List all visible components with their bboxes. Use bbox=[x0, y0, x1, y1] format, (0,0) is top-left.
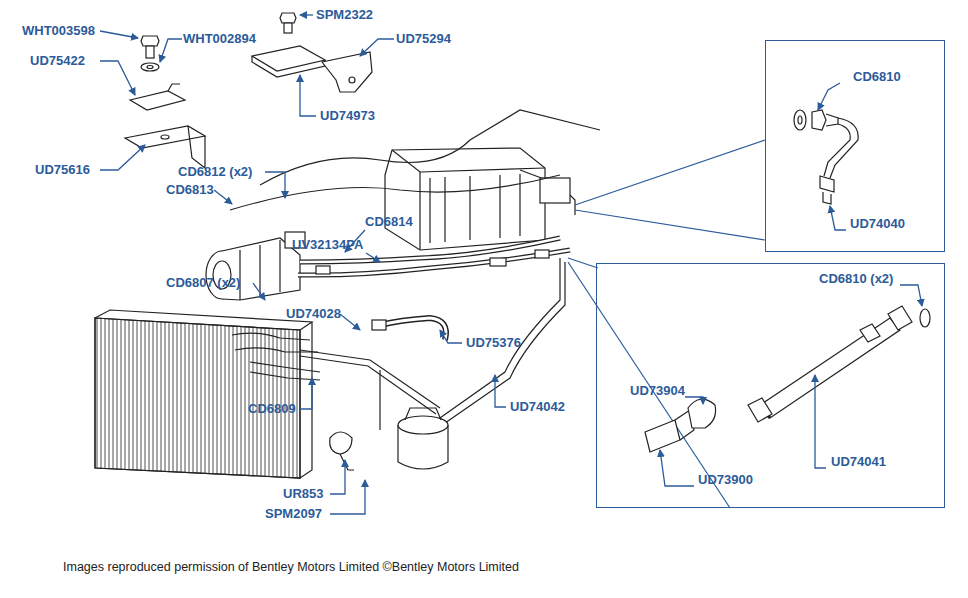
part-number: UR853 bbox=[283, 486, 323, 501]
part-number: CD6812 (x2) bbox=[178, 164, 252, 179]
part-number: UD74973 bbox=[320, 108, 375, 123]
part-number: CD6810 bbox=[853, 69, 901, 84]
part-number: CD6810 (x2) bbox=[819, 271, 893, 286]
part-number: UD74028 bbox=[286, 306, 341, 321]
part-number: UD74040 bbox=[850, 216, 905, 231]
part-number: UV32134PA bbox=[292, 237, 363, 252]
part-number: UD75616 bbox=[35, 162, 90, 177]
part-number: UD73900 bbox=[698, 472, 753, 487]
part-number: UD74041 bbox=[831, 454, 886, 469]
part-number: WHT003598 bbox=[22, 23, 95, 38]
part-number: UD75422 bbox=[30, 53, 85, 68]
part-number: CD6807 (x2) bbox=[166, 275, 240, 290]
part-number: UD75376 bbox=[466, 335, 521, 350]
part-number: UD75294 bbox=[396, 31, 451, 46]
part-number: CD6814 bbox=[365, 214, 413, 229]
part-number: SPM2322 bbox=[316, 7, 373, 22]
part-number: CD6813 bbox=[166, 182, 214, 197]
part-number: UD73904 bbox=[630, 383, 685, 398]
part-number: CD6809 bbox=[248, 401, 296, 416]
inset-box: CD6810 (x2) UD73904UD74041UD73900 bbox=[596, 263, 945, 508]
part-number: UD74042 bbox=[510, 399, 565, 414]
inset-box: CD6810UD74040 bbox=[765, 40, 945, 252]
caption: Images reproduced permission of Bentley … bbox=[63, 560, 519, 575]
part-number: SPM2097 bbox=[265, 506, 322, 521]
part-number: WHT002894 bbox=[183, 31, 256, 46]
